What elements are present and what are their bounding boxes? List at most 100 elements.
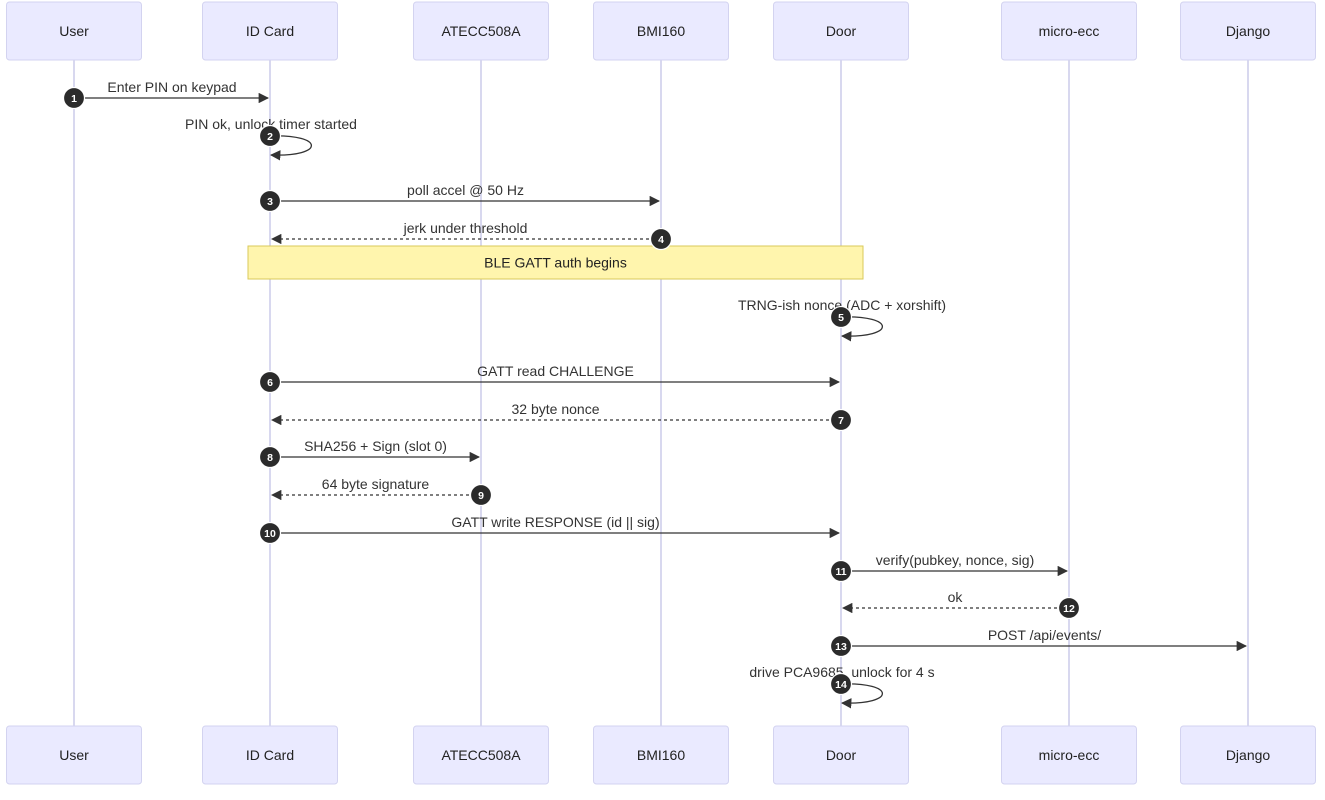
actor-bottom-uecc: micro-ecc	[1001, 725, 1137, 785]
step-number: 3	[267, 196, 273, 208]
step-circle	[62, 86, 86, 110]
actor-box	[6, 1, 142, 61]
step-circle	[258, 370, 282, 394]
message-10: GATT write RESPONSE (id || sig) 10	[258, 514, 841, 545]
step-circle	[1057, 596, 1081, 620]
message-label: POST /api/events/	[988, 627, 1101, 643]
note-box	[247, 245, 864, 280]
message-label: GATT read CHALLENGE	[477, 363, 634, 379]
actor-box	[593, 725, 729, 785]
step-badge: 8	[258, 445, 282, 469]
step-number: 9	[478, 490, 484, 502]
message-14: drive PCA9685, unlock for 4 s14	[749, 664, 935, 709]
step-badge: 11	[829, 559, 853, 583]
actor-label: ID Card	[246, 23, 294, 39]
actor-label: BMI160	[637, 23, 685, 39]
message-label: PIN ok, unlock timer started	[185, 116, 357, 132]
actor-box	[202, 725, 338, 785]
self-arrow	[840, 683, 884, 709]
actor-box	[1001, 725, 1137, 785]
actor-top-idcard: ID Card	[202, 1, 338, 61]
step-badge: 12	[1057, 596, 1081, 620]
actor-box	[413, 1, 549, 61]
step-badge: 14	[829, 672, 853, 696]
message-9: 64 byte signature 9	[270, 476, 493, 507]
actor-label: micro-ecc	[1039, 23, 1100, 39]
step-circle	[258, 189, 282, 213]
step-circle	[469, 483, 493, 507]
actor-box	[593, 1, 729, 61]
step-badge: 4	[649, 227, 673, 251]
actor-label: Django	[1226, 747, 1271, 763]
step-number: 4	[658, 234, 664, 246]
step-number: 5	[838, 312, 844, 324]
message-1: Enter PIN on keypad 1	[62, 79, 270, 110]
note: BLE GATT auth begins	[247, 245, 864, 280]
step-circle	[829, 408, 853, 432]
actor-box	[773, 1, 909, 61]
step-badge: 3	[258, 189, 282, 213]
actor-bottom-idcard: ID Card	[202, 725, 338, 785]
message-3: poll accel @ 50 Hz 3	[258, 182, 661, 213]
message-6: GATT read CHALLENGE 6	[258, 363, 841, 394]
actor-box	[6, 725, 142, 785]
step-number: 10	[264, 528, 276, 540]
message-11: verify(pubkey, nonce, sig) 11	[829, 552, 1069, 583]
actor-label: Django	[1226, 23, 1271, 39]
actor-box	[1180, 1, 1316, 61]
step-number: 8	[267, 452, 273, 464]
step-number: 1	[71, 93, 77, 105]
message-13: POST /api/events/13	[829, 627, 1248, 658]
message-label: 64 byte signature	[322, 476, 430, 492]
step-number: 13	[835, 641, 847, 653]
actor-bottom-user: User	[6, 725, 142, 785]
step-number: 2	[267, 131, 273, 143]
self-arrow	[269, 135, 313, 161]
actor-label: Door	[826, 23, 857, 39]
actor-bottom-bmi: BMI160	[593, 725, 729, 785]
message-8: SHA256 + Sign (slot 0) 8	[258, 438, 481, 469]
message-label: drive PCA9685, unlock for 4 s	[749, 664, 934, 680]
step-badge: 5	[829, 305, 853, 329]
actor-box	[202, 1, 338, 61]
step-circle	[829, 305, 853, 329]
message-label: GATT write RESPONSE (id || sig)	[451, 514, 659, 530]
message-label: jerk under threshold	[403, 220, 528, 236]
actor-label: BMI160	[637, 747, 685, 763]
actor-bottom-django: Django	[1180, 725, 1316, 785]
actor-label: User	[59, 23, 89, 39]
actor-top-django: Django	[1180, 1, 1316, 61]
step-number: 14	[835, 679, 847, 691]
actor-bottom-atecc: ATECC508A	[413, 725, 549, 785]
actor-label: Door	[826, 747, 857, 763]
step-number: 11	[835, 566, 846, 578]
actor-label: ID Card	[246, 747, 294, 763]
note-text: BLE GATT auth begins	[484, 255, 627, 271]
message-4: jerk under threshold 4	[270, 220, 673, 251]
step-badge: 7	[829, 408, 853, 432]
step-circle	[258, 445, 282, 469]
message-label: verify(pubkey, nonce, sig)	[876, 552, 1034, 568]
message-label: Enter PIN on keypad	[107, 79, 236, 95]
message-label: poll accel @ 50 Hz	[407, 182, 524, 198]
actor-label: ATECC508A	[441, 747, 521, 763]
actor-top-bmi: BMI160	[593, 1, 729, 61]
actor-label: micro-ecc	[1039, 747, 1100, 763]
actor-label: User	[59, 747, 89, 763]
actor-top-uecc: micro-ecc	[1001, 1, 1137, 61]
message-label: SHA256 + Sign (slot 0)	[304, 438, 447, 454]
step-circle	[829, 559, 853, 583]
step-badge: 9	[469, 483, 493, 507]
step-circle	[829, 672, 853, 696]
step-circle	[258, 124, 282, 148]
actor-top-atecc: ATECC508A	[413, 1, 549, 61]
step-badge: 6	[258, 370, 282, 394]
step-circle	[258, 521, 282, 545]
step-badge: 10	[258, 521, 282, 545]
actor-box	[413, 725, 549, 785]
step-circle	[649, 227, 673, 251]
